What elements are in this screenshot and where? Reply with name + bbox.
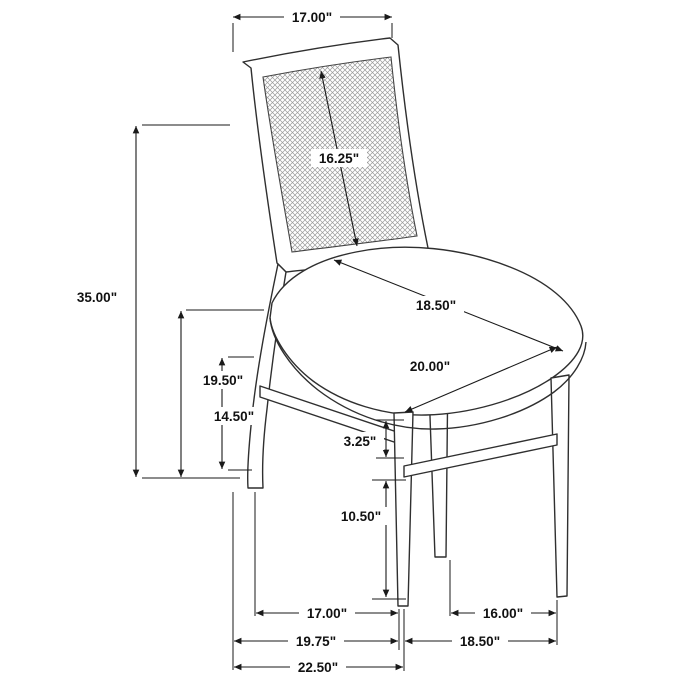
ext-base-verticals (232, 492, 558, 671)
label-back-diagonal: 16.25" (311, 149, 367, 167)
dim-overall-depth-text: 22.50" (298, 660, 338, 675)
front-left-leg (393, 411, 414, 607)
chair-drawing (242, 37, 587, 607)
dim-top-back-width-text: 17.00" (292, 10, 332, 25)
label-top-back-width: 17.00" (284, 8, 340, 26)
label-base-width: 18.50" (452, 632, 508, 650)
label-bg (288, 632, 344, 650)
dim-overall-height-text: 35.00" (77, 290, 117, 305)
dim-seat-width-text: 20.00" (410, 359, 450, 374)
label-bg (290, 658, 346, 676)
dim-leg-height-text: 10.50" (341, 509, 381, 524)
ext-seat-back-height (228, 356, 254, 471)
label-bg (402, 357, 458, 375)
label-bg (69, 288, 125, 306)
dim-front-leg-span-text: 17.00" (307, 606, 347, 621)
dim-back-diagonal-text: 16.25" (319, 151, 359, 166)
label-seat-back-height: 14.50" (206, 407, 262, 425)
label-overall-depth: 22.50" (290, 658, 346, 676)
label-bg (452, 632, 508, 650)
label-bg (336, 432, 384, 450)
ext-cushion-thickness (376, 419, 404, 459)
label-bg (475, 604, 531, 622)
label-bg (299, 604, 355, 622)
label-overall-height: 35.00" (69, 288, 125, 306)
dim-base-width-text: 18.50" (460, 634, 500, 649)
label-side-leg-span: 16.00" (475, 604, 531, 622)
label-bg (195, 371, 251, 389)
ext-leg-height (372, 479, 406, 600)
front-stretcher (403, 433, 558, 478)
dim-seat-width (404, 346, 558, 413)
label-base-depth: 19.75" (288, 632, 344, 650)
label-back-height: 19.50" (195, 371, 251, 389)
dim-side-leg-span-text: 16.00" (483, 606, 523, 621)
front-right-leg (550, 374, 570, 598)
label-front-leg-span: 17.00" (299, 604, 355, 622)
label-leg-height: 10.50" (333, 507, 389, 525)
label-bg (408, 296, 464, 314)
label-bg (284, 8, 340, 26)
label-seat-width: 20.00" (402, 357, 458, 375)
label-cushion-thickness: 3.25" (336, 432, 384, 450)
ext-top-back-width (232, 23, 393, 52)
extension-lines (142, 23, 558, 671)
dim-seat-back-height-text: 14.50" (214, 409, 254, 424)
cushion-front-edge (269, 317, 587, 430)
label-seat-diagonal: 18.50" (408, 296, 464, 314)
label-bg (333, 507, 389, 525)
dim-seat-diagonal-text: 18.50" (416, 298, 456, 313)
dim-base-depth-text: 19.75" (296, 634, 336, 649)
dimension-labels: 17.00" 16.25" 35.00" 19.50" 14.50" 18.50… (69, 8, 531, 676)
label-bg (311, 149, 367, 167)
dim-back-height-text: 19.50" (203, 373, 243, 388)
ext-overall-height (142, 124, 240, 479)
dim-cushion-thickness-text: 3.25" (344, 434, 377, 449)
label-bg (206, 407, 262, 425)
